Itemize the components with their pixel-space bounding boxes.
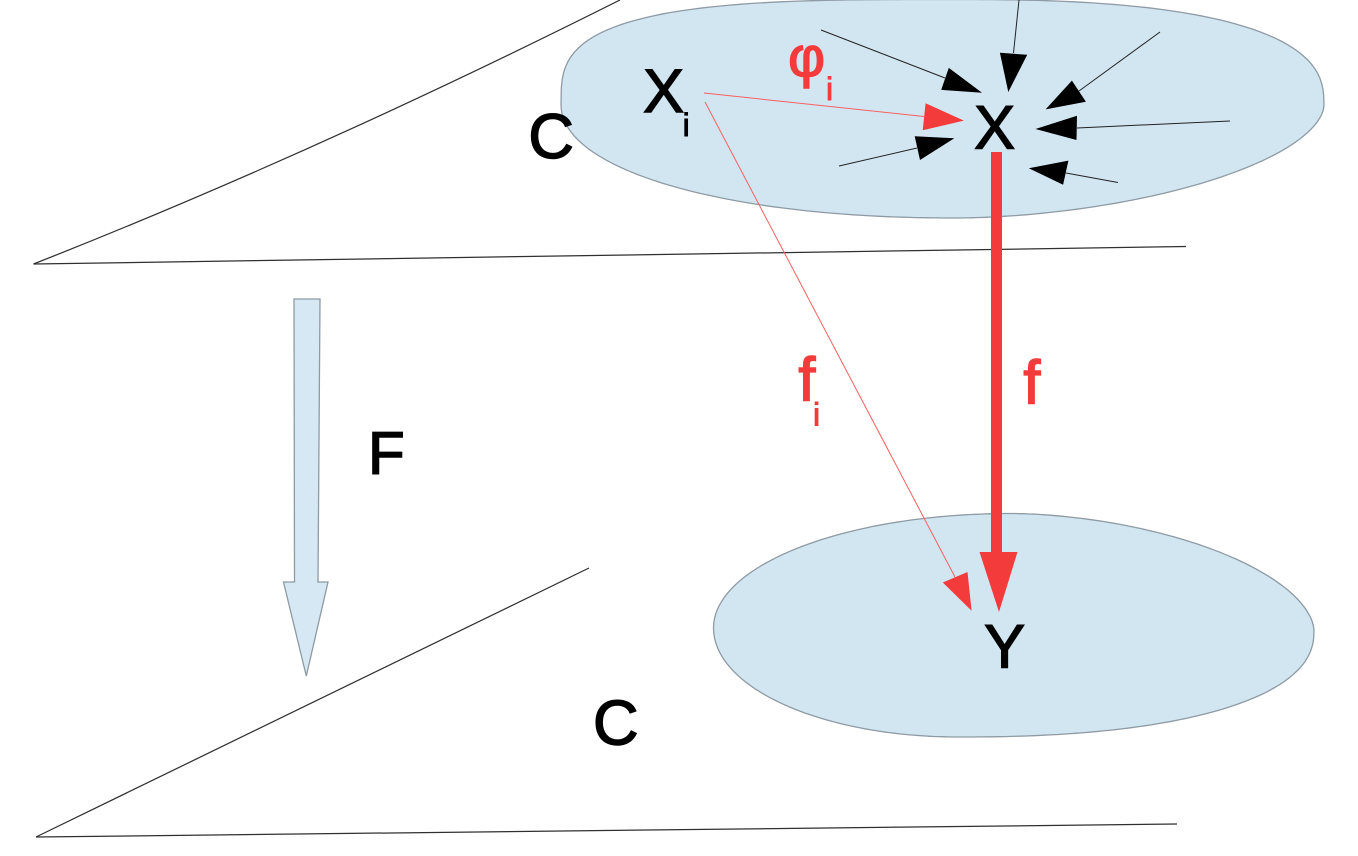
svg-text:C: C [528,102,574,172]
svg-text:f: f [1023,349,1041,417]
svg-text:F: F [368,420,405,487]
svg-text:C: C [593,689,639,759]
svg-text:X: X [974,94,1015,162]
svg-text:i: i [813,397,820,433]
svg-text:X: X [643,57,684,125]
svg-text:Y: Y [984,613,1025,681]
svg-text:i: i [826,71,833,107]
svg-text:f: f [798,346,816,414]
svg-text:i: i [683,107,690,143]
svg-text:φ: φ [788,25,825,89]
